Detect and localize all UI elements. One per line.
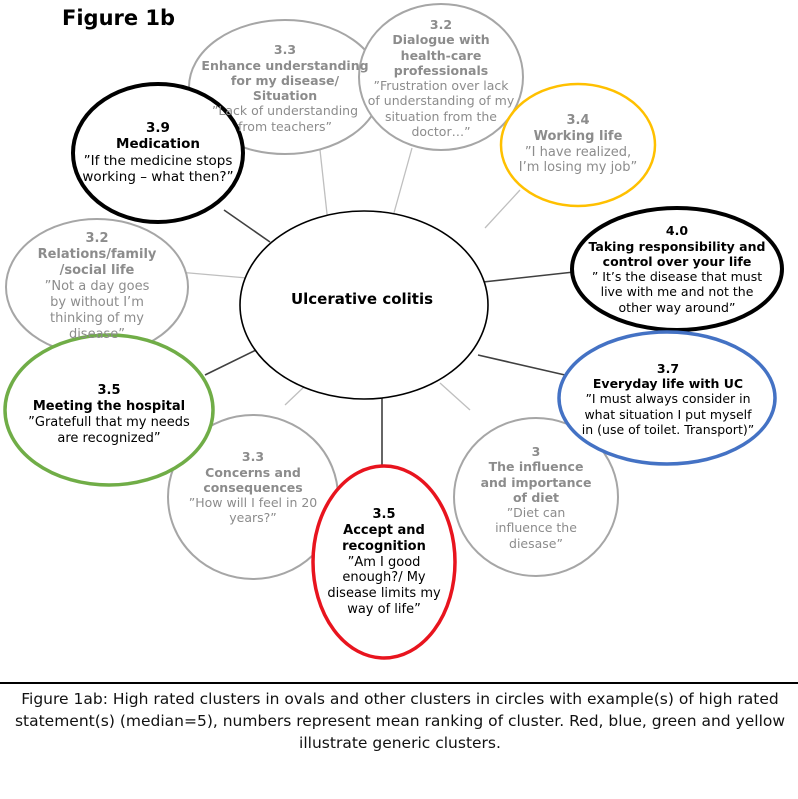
cluster-diet-quote: ”Diet can influence the diesase”: [495, 505, 577, 551]
cluster-accept-score: 3.5: [372, 506, 396, 522]
cluster-medication-title: Medication: [116, 136, 200, 153]
cluster-dialogue-score: 3.2: [429, 17, 453, 32]
center-circle: [239, 210, 489, 400]
caption-divider: [0, 682, 798, 684]
cluster-relations-score: 3.2: [85, 231, 109, 247]
cluster-everyday-title: Everyday life with UC: [592, 376, 744, 392]
cluster-responsibility-score: 4.0: [665, 223, 689, 239]
connector-medication: [223, 209, 271, 243]
cluster-medication: 3.9 Medication ”If the medicine stops wo…: [80, 95, 236, 210]
cluster-medication-score: 3.9: [146, 119, 170, 136]
cluster-enhance: 3.3 Enhance understanding for my disease…: [199, 27, 371, 149]
cluster-oval-medication: [71, 82, 245, 224]
cluster-dialogue-title: Dialogue with health-care professionals: [392, 32, 490, 78]
cluster-hospital: 3.5 Meeting the hospital ”Gratefull that…: [10, 375, 208, 455]
cluster-working: 3.4 Working life ”I have realized, I’m l…: [513, 92, 643, 197]
cluster-concerns-title: Concerns and consequences: [203, 464, 303, 495]
connector-working: [484, 189, 521, 229]
cluster-oval-hospital: [3, 333, 215, 487]
connector-responsibility: [482, 271, 575, 283]
cluster-diet-score: 3: [531, 444, 541, 460]
connector-diet: [439, 382, 471, 411]
cluster-everyday: 3.7 Everyday life with UC ”I must always…: [570, 340, 766, 458]
cluster-oval-accept: [311, 464, 457, 660]
cluster-circle-diet: [453, 417, 619, 577]
connector-hospital: [204, 349, 257, 376]
cluster-working-title: Working life: [533, 128, 623, 144]
figure-label: Figure 1b: [62, 6, 176, 30]
connector-relations: [177, 271, 248, 279]
figure-caption: Figure 1ab: High rated clusters in ovals…: [14, 690, 786, 752]
cluster-circle-dialogue: [358, 3, 524, 151]
connector-dialogue: [391, 147, 413, 221]
cluster-enhance-title: Enhance understanding for my disease/ Si…: [201, 57, 369, 104]
cluster-hospital-title: Meeting the hospital: [32, 399, 186, 415]
cluster-relations-title: Relations/family /social life: [37, 247, 157, 279]
cluster-oval-everyday: [557, 330, 777, 466]
cluster-hospital-score: 3.5: [97, 383, 121, 399]
cluster-relations-quote: ”Not a day goes by without I’m thinking …: [44, 279, 150, 342]
cluster-concerns-score: 3.3: [241, 449, 265, 465]
cluster-responsibility-quote: ” It’s the disease that must live with m…: [591, 269, 763, 315]
cluster-concerns: 3.3 Concerns and consequences ”How will …: [175, 430, 331, 545]
cluster-accept: 3.5 Accept and recognition ”Am I good en…: [320, 490, 448, 635]
connector-concerns: [284, 384, 307, 406]
connector-everyday: [477, 354, 566, 376]
cluster-working-quote: ”I have realized, I’m losing my job”: [518, 144, 638, 176]
cluster-accept-title: Accept and recognition: [342, 522, 426, 554]
cluster-enhance-quote: ”Lack of understanding from teachers”: [211, 103, 359, 134]
cluster-working-score: 3.4: [566, 112, 590, 128]
cluster-concerns-quote: ”How will I feel in 20 years?”: [188, 495, 318, 526]
cluster-relations: 3.2 Relations/family /social life ”Not a…: [18, 222, 176, 352]
cluster-hospital-quote: ”Gratefull that my needs are recognized”: [28, 415, 190, 446]
cluster-medication-quote: ”If the medicine stops working – what th…: [82, 152, 234, 185]
cluster-dialogue: 3.2 Dialogue with health-care profession…: [366, 4, 516, 152]
cluster-accept-quote: ”Am I good enough?/ My disease limits my…: [327, 554, 441, 618]
center-label: Ulcerative colitis: [290, 290, 434, 308]
cluster-responsibility: 4.0 Taking responsibility and control ov…: [582, 210, 772, 328]
cluster-oval-responsibility: [570, 206, 784, 332]
cluster-dialogue-quote: ”Frustration over lack of understanding …: [367, 78, 515, 139]
cluster-enhance-score: 3.3: [273, 42, 297, 58]
cluster-responsibility-title: Taking responsibility and control over y…: [588, 238, 766, 269]
cluster-everyday-score: 3.7: [656, 360, 680, 376]
cluster-diet: 3 The influence and importance of diet ”…: [470, 430, 602, 565]
cluster-oval-working: [499, 82, 657, 208]
cluster-everyday-quote: ”I must always consider in what situatio…: [581, 391, 755, 437]
connector-enhance: [319, 149, 329, 224]
cluster-diet-title: The influence and importance of diet: [480, 459, 592, 505]
